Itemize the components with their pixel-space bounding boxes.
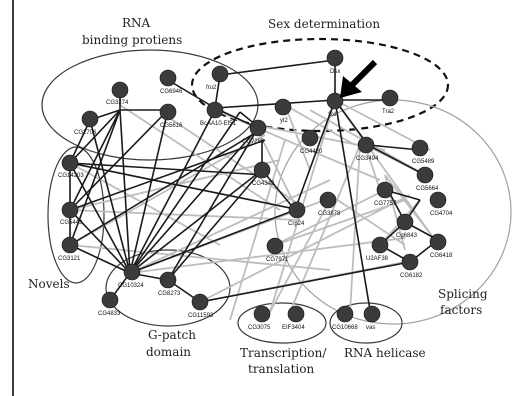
arrow-icon (340, 59, 378, 98)
node-cg4833 (101, 291, 119, 309)
node-dsx (326, 49, 344, 67)
node-cg11593 (191, 293, 209, 311)
group-label-splicing-line1: Splicing (438, 287, 488, 301)
label-u2af: U2AF38 (366, 256, 389, 262)
label-vas: vas (366, 325, 375, 331)
node-labels: Dsx fru2 Sxl Tra2 CG6946 CG3274 CG2706 C… (58, 69, 453, 331)
node-cg7757 (376, 181, 394, 199)
node-cg5664 (416, 166, 434, 184)
node-cg3075 (253, 305, 271, 323)
node-cg6946 (159, 69, 177, 87)
group-label-sex-determination: Sex determination (268, 17, 380, 31)
node-tra2 (381, 89, 399, 107)
group-label-transcription-line1: Transcription/ (240, 346, 327, 360)
label-cg3878: CG3878 (318, 211, 341, 217)
group-label-g-patch-line2: domain (146, 345, 191, 359)
node-cg2706 (81, 110, 99, 128)
node-cg3878 (319, 191, 337, 209)
label-cg4343: CG4343 (252, 181, 275, 187)
node-cg10324 (123, 263, 141, 281)
node-fru (211, 65, 229, 83)
group-label-novels: Novels (28, 277, 70, 291)
label-cg3494: CG3494 (356, 156, 379, 162)
label-cg11593: CG11593 (188, 313, 214, 319)
node-cg4420 (301, 129, 319, 147)
label-cg10324: CG10324 (118, 283, 144, 289)
label-bcaa: BcAA10-Ef51 (200, 121, 237, 127)
label-cg6946: CG6946 (160, 89, 183, 95)
label-cg5616: CG5616 (160, 123, 183, 129)
group-rna-binding-outline (41, 49, 259, 161)
group-g-patch-outline (105, 249, 231, 327)
left-border-line (12, 0, 14, 396)
label-cg14203: CG14203 (58, 173, 84, 179)
node-cg6418 (429, 233, 447, 251)
node-sxl (326, 92, 344, 110)
node-cg5489 (411, 139, 429, 157)
label-cg5489: CG5489 (412, 159, 435, 165)
label-crp2: Crp24 (288, 221, 305, 227)
node-cg5616 (159, 103, 177, 121)
label-cg2706: CG2706 (74, 130, 97, 136)
node-eif (287, 305, 305, 323)
node-cg8273 (159, 271, 177, 289)
label-cg8273: CG8273 (158, 291, 181, 297)
group-rna-helicase-outline (329, 302, 403, 344)
label-cg4833: CG4833 (98, 311, 121, 317)
label-cg4420: CG4420 (300, 149, 323, 155)
node-cg4704 (429, 191, 447, 209)
node-vas (363, 305, 381, 323)
group-labels: RNA binding protiens Sex determination N… (28, 16, 488, 376)
label-yl: yl2 (280, 118, 288, 124)
group-label-splicing-line2: factors (440, 303, 482, 317)
group-sex-determination-outline (190, 37, 450, 133)
node-bcaa (206, 101, 224, 119)
node-cg7288 (249, 119, 267, 137)
group-label-g-patch-line1: G-patch (148, 328, 196, 342)
node-cg7971 (266, 237, 284, 255)
group-novels-outline (47, 146, 105, 284)
group-label-rna-binding-line1: RNA (122, 16, 151, 30)
network-nodes (61, 49, 447, 323)
label-cg3274: CG3274 (106, 100, 129, 106)
node-cg5443 (61, 201, 79, 219)
node-yl (274, 98, 292, 116)
label-cg5443: CG5443 (60, 220, 83, 226)
label-eif: EIF3404 (282, 325, 305, 331)
node-cg4343 (253, 161, 271, 179)
node-cg10668 (336, 305, 354, 323)
label-cg5664: CG5664 (416, 186, 439, 192)
node-cg3494 (357, 136, 375, 154)
group-label-transcription-line2: translation (248, 362, 314, 376)
label-cg6843: Cg6843 (396, 233, 418, 239)
group-label-rna-binding-line2: binding protiens (82, 33, 182, 47)
label-fru: fru2 (206, 85, 217, 91)
label-dsx: Dsx (330, 69, 340, 75)
group-label-rna-helicase: RNA helicase (344, 346, 426, 360)
node-cg3274 (111, 81, 129, 99)
group-transcription-outline (237, 302, 327, 344)
node-crp2 (288, 201, 306, 219)
label-cg7288: CG7288 (242, 139, 265, 145)
label-cg6418: CG6418 (430, 253, 453, 259)
label-cg10668: CG10668 (332, 325, 358, 331)
label-tra2: Tra2 (382, 109, 395, 115)
label-sxl: Sxl (328, 112, 336, 118)
label-cg6182: CG6182 (400, 273, 423, 279)
node-cg6843 (396, 213, 414, 231)
node-cg3121 (61, 236, 79, 254)
label-cg7757: CG7757 (374, 201, 397, 207)
label-cg7971: CG7971 (266, 257, 289, 263)
label-cg3121: CG3121 (58, 256, 81, 262)
label-cg3075: CG3075 (248, 325, 271, 331)
node-cg14203 (61, 154, 79, 172)
node-cg6182 (401, 253, 419, 271)
node-u2af (371, 236, 389, 254)
label-cg4704: CG4704 (430, 211, 453, 217)
